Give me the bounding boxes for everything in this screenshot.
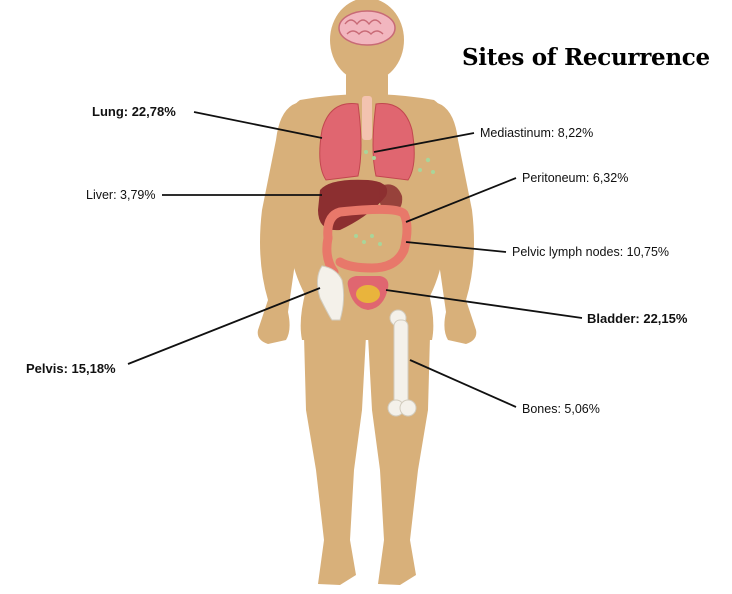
mediastinum-nodes xyxy=(364,150,435,174)
label-pelvis: Pelvis: 15,18% xyxy=(26,361,116,376)
left-leg xyxy=(304,336,366,585)
neck xyxy=(346,70,388,100)
peritoneum-nodes xyxy=(354,234,382,246)
leader-pelvic-lymph xyxy=(405,241,507,253)
label-liver: Liver: 3,79% xyxy=(86,188,156,202)
leader-pelvis xyxy=(127,287,321,365)
leader-peritoneum xyxy=(405,177,517,223)
leader-lung xyxy=(193,111,323,139)
label-peritoneum: Peritoneum: 6,32% xyxy=(522,171,629,185)
lungs-organ xyxy=(319,103,415,181)
left-arm xyxy=(257,102,306,344)
leader-bones xyxy=(409,359,517,408)
brain-organ xyxy=(338,10,396,46)
bladder-organ xyxy=(347,276,389,310)
leader-bladder xyxy=(385,289,583,319)
leader-mediastinum xyxy=(373,132,475,153)
right-leg xyxy=(368,336,430,585)
pelvis-bone xyxy=(316,265,345,321)
page-title: Sites of Recurrence xyxy=(462,44,710,71)
label-mediastinum: Mediastinum: 8,22% xyxy=(480,126,594,140)
femur-bone xyxy=(387,309,417,417)
leader-lines xyxy=(127,111,583,408)
label-pelvic-lymph-nodes: Pelvic lymph nodes: 10,75% xyxy=(512,245,670,259)
trachea xyxy=(362,96,372,140)
label-bones: Bones: 5,06% xyxy=(522,402,600,416)
right-arm xyxy=(428,102,477,344)
label-bladder: Bladder: 22,15% xyxy=(587,311,688,326)
label-lung: Lung: 22,78% xyxy=(92,104,176,119)
